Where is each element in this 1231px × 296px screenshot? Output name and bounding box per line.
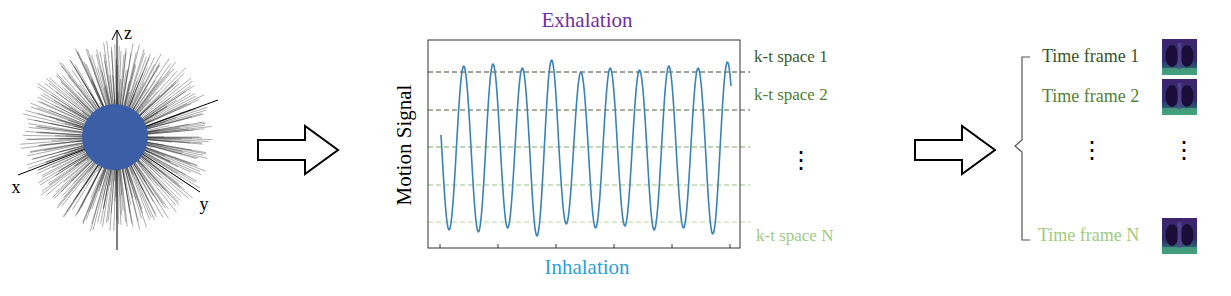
axis-arrowhead (117, 30, 122, 40)
block-arrow (915, 126, 995, 174)
axis-tick (730, 244, 731, 248)
axis-tick (672, 244, 673, 248)
text-label: ⋮ (1080, 137, 1104, 163)
text-label: Time frame 1 (1042, 47, 1139, 67)
block-arrow (258, 126, 338, 174)
text-label: Time frame 2 (1042, 87, 1139, 107)
kspace-center-sphere (82, 104, 148, 170)
text-label: z (124, 24, 132, 44)
text-label: Inhalation (544, 256, 629, 279)
bin-threshold (428, 185, 750, 186)
axis-tick (440, 244, 441, 248)
text-label: Time frame N (1038, 226, 1139, 246)
text-label: k-t space 2 (754, 86, 828, 105)
ct-thumbnail (1162, 39, 1197, 75)
axis-ticks (440, 244, 730, 248)
axis-arrowhead (112, 30, 117, 40)
text-label: Exhalation (542, 9, 633, 32)
axis-tick (498, 244, 499, 248)
text-label: x (12, 178, 21, 198)
motion-signal-curve (441, 60, 731, 236)
axis-tick (614, 244, 615, 248)
ct-thumbnail (1162, 79, 1197, 115)
text-label: k-t space 1 (754, 48, 828, 67)
bracket (1015, 57, 1030, 240)
text-label: k-t space N (756, 227, 833, 246)
axis-tick (556, 244, 557, 248)
text-label: ⋮ (789, 147, 813, 173)
plot-frame (428, 40, 740, 248)
bin-threshold (428, 72, 750, 73)
text-label: y (200, 195, 209, 215)
ct-thumbnail (1162, 218, 1197, 254)
radial-trajectories (20, 41, 213, 231)
bin-threshold (428, 110, 750, 111)
text-label: ⋮ (1172, 137, 1196, 163)
text-label: Motion Signal (393, 85, 416, 206)
